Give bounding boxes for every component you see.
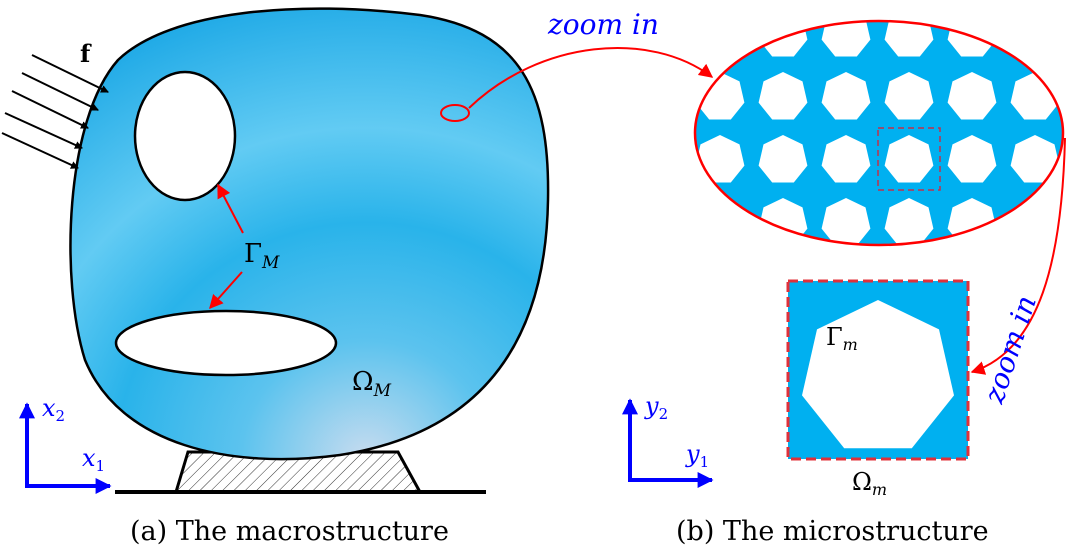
force-label: f — [80, 39, 92, 68]
macro-axes — [19, 402, 112, 494]
zoom-ellipse — [693, 19, 1065, 247]
micro-hole — [758, 72, 808, 120]
micro-hole — [696, 261, 745, 309]
micro-hole — [1074, 261, 1080, 309]
micro-hole — [633, 135, 682, 183]
zoom-arrow-2 — [970, 137, 1066, 375]
micro-hole — [695, 21, 745, 57]
gamma-macro-label: ΓM — [244, 239, 280, 273]
micro-hole — [1074, 9, 1080, 57]
micro-hole — [947, 135, 997, 183]
micro-hole — [884, 21, 934, 57]
micro-hole — [884, 72, 934, 120]
unit-cell-marker — [877, 127, 941, 191]
omega-micro-label: Ωm — [852, 468, 887, 499]
micro-axes — [622, 398, 714, 488]
gamma-micro-label: Γm — [826, 323, 858, 354]
micro-axis-y2: y2 — [644, 392, 668, 423]
micro-hole — [947, 72, 997, 120]
micro-hole — [821, 21, 871, 57]
micro-hole — [1074, 135, 1080, 183]
micro-hole — [1010, 21, 1060, 57]
micro-hole — [884, 198, 934, 245]
omega-macro-label: ΩM — [352, 367, 392, 401]
zoom-in-label-1: zoom in — [547, 8, 659, 41]
macro-axis-x2: x2 — [42, 394, 65, 425]
zoom-region-marker — [440, 104, 470, 122]
macrostructure-body — [69, 7, 550, 461]
micro-hole — [821, 72, 871, 120]
micro-hole — [1074, 72, 1080, 120]
micro-hole — [758, 135, 808, 183]
micro-hole — [633, 72, 682, 120]
gamma-macro-arrows — [209, 183, 244, 310]
hole-lower — [114, 309, 338, 377]
micro-hole — [1074, 198, 1080, 246]
micro-hole — [633, 261, 682, 309]
micro-hole — [1010, 135, 1060, 183]
force-arrows — [1, 54, 109, 169]
hole-upper — [133, 70, 237, 202]
unit-cell-hole — [802, 300, 954, 449]
caption-macro: (a) The macrostructure — [130, 516, 449, 547]
microstructure-pattern — [633, 9, 1080, 309]
micro-hole — [884, 135, 934, 183]
micro-axis-y1: y1 — [685, 440, 709, 471]
zoom-in-label-2: zoom in — [977, 291, 1043, 408]
micro-hole — [821, 198, 871, 245]
zoom-arrow-1 — [468, 47, 714, 109]
micro-hole — [633, 198, 682, 246]
caption-micro: (b) The microstructure — [676, 516, 989, 547]
micro-hole — [821, 135, 871, 183]
macro-axis-x1: x1 — [82, 444, 105, 475]
micro-hole — [695, 135, 745, 183]
